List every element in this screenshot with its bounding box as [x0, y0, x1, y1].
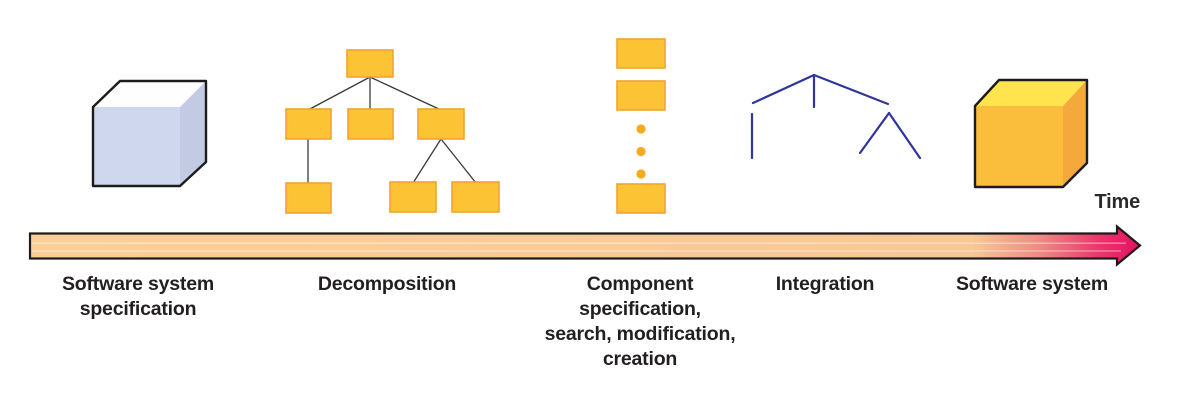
decomposition-box [285, 182, 332, 214]
integration-tree-icon [750, 73, 922, 160]
decomposition-connector [369, 76, 442, 111]
cube-front-face [975, 106, 1063, 187]
component-stack-icon [616, 38, 666, 214]
integration-branch [858, 111, 891, 155]
cube-side-face [1063, 80, 1087, 187]
component-box [616, 183, 666, 214]
integration-branch [887, 111, 922, 160]
decomposition-box [417, 108, 465, 140]
component-box [616, 80, 666, 111]
ellipsis-dot [636, 146, 646, 157]
ellipsis-dot [636, 124, 646, 134]
decomposition-tree-icon [285, 49, 500, 214]
cube-outline [91, 79, 208, 188]
time-arrow-shape [28, 224, 1142, 267]
stage-label-software-system-specification: Software system specification [62, 273, 214, 320]
integration-branch [812, 73, 890, 106]
decomposition-box [346, 49, 394, 78]
decomposition-box [389, 181, 437, 213]
cube-top-face [93, 81, 206, 107]
ellipsis-dot [636, 169, 646, 179]
specification-cube-icon [91, 79, 208, 188]
decomposition-connector [412, 138, 442, 184]
decomposition-box [451, 181, 500, 213]
cube-front-face [93, 107, 180, 186]
stage-label-component-specification: Component specification, search, modific… [544, 273, 736, 370]
cube-top-face [975, 80, 1087, 106]
time-arrow [28, 224, 1142, 267]
time-axis-label: Time [1094, 191, 1140, 213]
stage-label-decomposition: Decomposition [317, 273, 457, 295]
decomposition-box [347, 108, 394, 140]
cube-outline [973, 78, 1089, 189]
decomposition-box [285, 108, 332, 140]
stage-label-software-system: Software system [956, 273, 1108, 295]
component-box [616, 38, 666, 69]
integration-branch [751, 73, 816, 105]
decomposition-connector [440, 138, 477, 184]
cube-side-face [180, 81, 206, 186]
decomposition-connector [307, 76, 371, 111]
software-system-cube-icon [973, 78, 1089, 189]
stage-label-integration: Integration [775, 273, 875, 295]
